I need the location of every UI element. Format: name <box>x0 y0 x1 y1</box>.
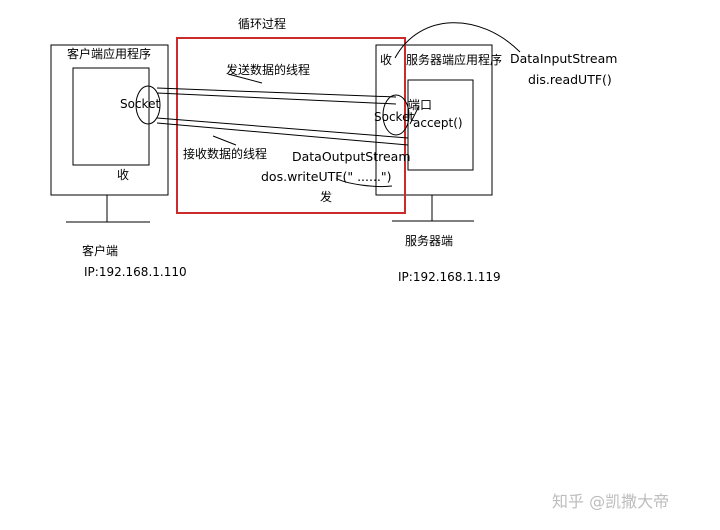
server-port-label: 端口 <box>408 98 433 112</box>
send-line-upper <box>156 87 397 98</box>
send-thread-pointer <box>227 73 263 84</box>
output-method-label: dos.writeUTF(" ......") <box>261 169 392 184</box>
accept-pointer <box>409 105 420 125</box>
send-thread-label: 发送数据的线程 <box>226 63 311 77</box>
client-socket-label: Socket <box>120 97 161 111</box>
client-app-label: 客户端应用程序 <box>67 47 152 61</box>
input-stream-label: DataInputStream <box>510 51 618 66</box>
recv-thread-label: 接收数据的线程 <box>183 147 268 161</box>
server-name-label: 服务器端 <box>405 234 454 248</box>
server-screen <box>407 79 474 171</box>
server-socket-label: Socket <box>374 110 415 124</box>
client-name-label: 客户端 <box>82 244 119 258</box>
server-send-label: 发 <box>320 190 333 204</box>
server-app-label: 服务器端应用程序 <box>406 53 503 67</box>
output-stream-arc <box>335 177 393 187</box>
client-socket-oval <box>135 85 161 125</box>
loop-process-title: 循环过程 <box>238 17 287 31</box>
input-stream-arc <box>394 22 521 59</box>
client-recv-label: 收 <box>117 168 130 182</box>
recv-line-lower <box>156 122 409 146</box>
watermark-text: 知乎 @凯撒大帝 <box>552 492 670 511</box>
recv-line-upper <box>156 117 409 139</box>
server-monitor <box>375 44 493 196</box>
server-accept-label: accept() <box>413 116 463 130</box>
client-ip-label: IP:192.168.1.110 <box>84 265 187 279</box>
send-line-lower <box>156 92 397 105</box>
server-recv-label: 收 <box>380 53 393 67</box>
loop-process-box <box>176 37 406 214</box>
recv-thread-pointer <box>212 135 237 146</box>
client-screen <box>72 67 150 166</box>
server-socket-oval <box>382 94 410 136</box>
server-ip-label: IP:192.168.1.119 <box>398 270 501 284</box>
input-method-label: dis.readUTF() <box>528 72 612 87</box>
client-monitor <box>50 44 169 196</box>
output-stream-label: DataOutputStream <box>292 149 411 164</box>
